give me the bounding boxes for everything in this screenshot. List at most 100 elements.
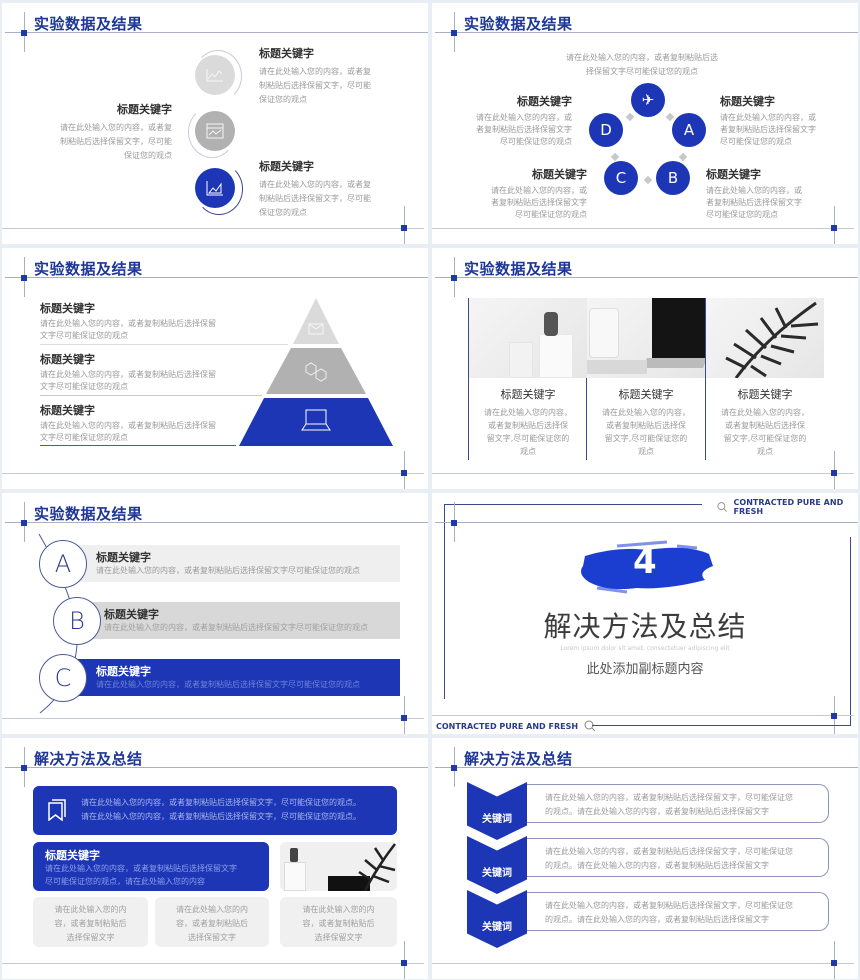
item-heading: 标题关键字 (40, 404, 95, 417)
keyword-label: 关键词 (482, 922, 512, 933)
header-divider (5, 277, 428, 278)
feature-heading: 标题关键字 (45, 849, 100, 862)
intro-line: 择保留文字尽可能保证您的观点 (586, 67, 698, 76)
card-heading: 标题关键字 (618, 388, 674, 401)
slide-title: 实验数据及结果 (34, 505, 143, 523)
intro-text: 请在此处输入您的内容，或者复制粘贴后选 择保留文字尽可能保证您的观点 (542, 51, 742, 79)
arrow-connector (625, 112, 635, 122)
row-b-bar: 标题关键字 请在此处输入您的内容，或者复制粘贴后选择保留文字尽可能保证您的观点 (86, 602, 400, 639)
pyramid-diagram (239, 298, 393, 446)
highlight-banner: 请在此处输入您的内容，或者复制粘贴后选择保留文字，尽可能保证您的观点。 请在此处… (33, 786, 397, 835)
row-a-bar: 标题关键字 请在此处输入您的内容，或者复制粘贴后选择保留文字尽可能保证您的观点 (76, 545, 400, 582)
footer-divider (432, 715, 854, 716)
info-box: 请在此处输入您的内容，或者复制粘贴后选择保留文字 (33, 897, 148, 947)
card-divider (586, 298, 587, 460)
arc-connector (194, 50, 242, 102)
slide-8[interactable]: 解决方法及总结 请在此处输入您的内容，或者复制粘贴后选择保留文字，尽可能保证您的… (432, 738, 858, 979)
item-heading: 标题关键字 (517, 95, 572, 108)
slide-6-section-cover[interactable]: CONTRACTED PURE AND FRESH 4 解决方法及总结 Lore… (432, 493, 858, 734)
footer-square-marker (401, 715, 407, 721)
item-text: 者复制粘贴后选择保留文字 (720, 125, 816, 134)
tagline-top: CONTRACTED PURE AND FRESH (717, 498, 858, 516)
tagline-text: CONTRACTED PURE AND FRESH (733, 498, 844, 516)
item-text: 请在此处输入您的内容，或者复制粘贴后选择保留 (40, 421, 216, 430)
slide-3[interactable]: 实验数据及结果 标题关键字 请在此处输入您的内容，或者复制粘贴后选择保留文字尽可… (2, 248, 428, 489)
feature-text: 尽可能保证您的观点，请在此处输入您的内容 (45, 877, 205, 886)
arrow-connector (678, 152, 688, 162)
item-text: 请在此处输入您的内容，或者复 (60, 123, 172, 132)
keyword-row-box: 请在此处输入您的内容，或者复制粘贴后选择保留文字，尽可能保证您的观点。请在此处输… (527, 838, 829, 877)
card-text: 或者复制粘贴后选择保 (725, 421, 805, 430)
slide-5[interactable]: 实验数据及结果 标题关键字 请在此处输入您的内容，或者复制粘贴后选择保留文字尽可… (2, 493, 428, 734)
box-text: 请在此处输入您的内 (54, 905, 127, 914)
row-heading: 标题关键字 (96, 551, 151, 564)
box-text: 选择保留文字 (66, 933, 115, 942)
card-text: 请在此处输入您的内容， (602, 408, 690, 417)
row-heading: 标题关键字 (96, 665, 151, 678)
item-text: 请在此处输入您的内容，或 (491, 186, 587, 195)
header-divider (435, 767, 858, 768)
plant-photo (706, 298, 824, 378)
row-text: 请在此处输入您的内容，或者复制粘贴后选择保留文字，尽可能保证您 (545, 901, 793, 910)
figurine-photo (469, 298, 587, 378)
footer-divider (2, 228, 424, 229)
item-text: 保证您的观点 (124, 151, 172, 160)
item-text: 尽可能保证您的观点 (515, 210, 587, 219)
footer-divider (432, 228, 854, 229)
item-text: 者复制粘贴后选择保留文字 (706, 198, 802, 207)
pyramid-item-1: 标题关键字 请在此处输入您的内容，或者复制粘贴后选择保留文字尽可能保证您的观点 (40, 300, 290, 342)
card-text: 观点 (520, 447, 536, 456)
image-card: 标题关键字 请在此处输入您的内容，或者复制粘贴后选择保留文字,尽可能保证您的观点 (587, 298, 705, 463)
item-text: 者复制粘贴后选择保留文字 (491, 198, 587, 207)
pyramid-item-3: 标题关键字 请在此处输入您的内容，或者复制粘贴后选择保留文字尽可能保证您的观点 (40, 402, 290, 444)
card-text: 或者复制粘贴后选择保 (606, 421, 686, 430)
slide-1[interactable]: 实验数据及结果 标题关键字 请在此处输入您的内容，或者复制粘贴后选择保留文字，尽… (2, 3, 428, 244)
area-chart-icon (195, 168, 235, 208)
laptop-photo (587, 298, 705, 378)
card-divider (468, 298, 469, 460)
arrow-connector (643, 175, 653, 185)
row-divider (40, 445, 236, 446)
item-text: 请在此处输入您的内容，或 (476, 113, 572, 122)
section-number: 4 (633, 542, 657, 582)
card-divider (705, 298, 706, 460)
arc-connector (188, 106, 236, 158)
footer-square-marker (831, 470, 837, 476)
intro-line: 请在此处输入您的内容，或者复制粘贴后选 (566, 53, 718, 62)
airplane-icon: ✈ (631, 83, 665, 117)
box-text: 请在此处输入您的内 (302, 905, 375, 914)
row-text: 的观点。请在此处输入您的内容，或者复制粘贴后选择保留文字 (545, 861, 769, 870)
slide-title: 解决方法及总结 (464, 750, 573, 768)
item-text: 尽可能保证您的观点 (706, 210, 778, 219)
frame-bottom-line (592, 725, 851, 726)
box-text: 容，或者复制粘贴后 (54, 919, 127, 928)
item-text: 制粘贴后选择保留文字，尽可能 (60, 137, 172, 146)
item-text: 保证您的观点 (259, 95, 307, 104)
header-square-marker (451, 520, 457, 526)
keyword-label: 关键词 (482, 814, 512, 825)
header-divider (5, 32, 428, 33)
item-text: 文字尽可能保证您的观点 (40, 382, 128, 391)
header-divider (435, 277, 858, 278)
slide-title: 实验数据及结果 (34, 15, 143, 33)
slide-2[interactable]: 实验数据及结果 请在此处输入您的内容，或者复制粘贴后选 择保留文字尽可能保证您的… (432, 3, 858, 244)
search-icon (717, 502, 727, 512)
node-c: C (604, 161, 638, 195)
slide-7[interactable]: 解决方法及总结 请在此处输入您的内容，或者复制粘贴后选择保留文字，尽可能保证您的… (2, 738, 428, 979)
header-square-marker (451, 30, 457, 36)
bookmark-icon (48, 799, 66, 821)
row-c-bar: 标题关键字 请在此处输入您的内容，或者复制粘贴后选择保留文字尽可能保证您的观点 (76, 659, 400, 696)
slide-4[interactable]: 实验数据及结果 标题关键字 请在此处输入您的内容，或者复制粘贴后选择保留文字,尽… (432, 248, 858, 489)
item-text: 者复制粘贴后选择保留文字 (476, 125, 572, 134)
header-divider (5, 522, 428, 523)
node-d: D (589, 113, 623, 147)
item-b: 标题关键字 请在此处输入您的内容，或者复制粘贴后选择保留文字尽可能保证您的观点 (706, 166, 826, 221)
item-text: 尽可能保证您的观点 (720, 137, 792, 146)
arrow-connector (610, 152, 620, 162)
box-text: 选择保留文字 (188, 933, 236, 942)
header-square-marker (21, 30, 27, 36)
tagline-bottom: CONTRACTED PURE AND FRESH (436, 720, 596, 732)
header-square-marker (21, 275, 27, 281)
header-square-marker (451, 765, 457, 771)
